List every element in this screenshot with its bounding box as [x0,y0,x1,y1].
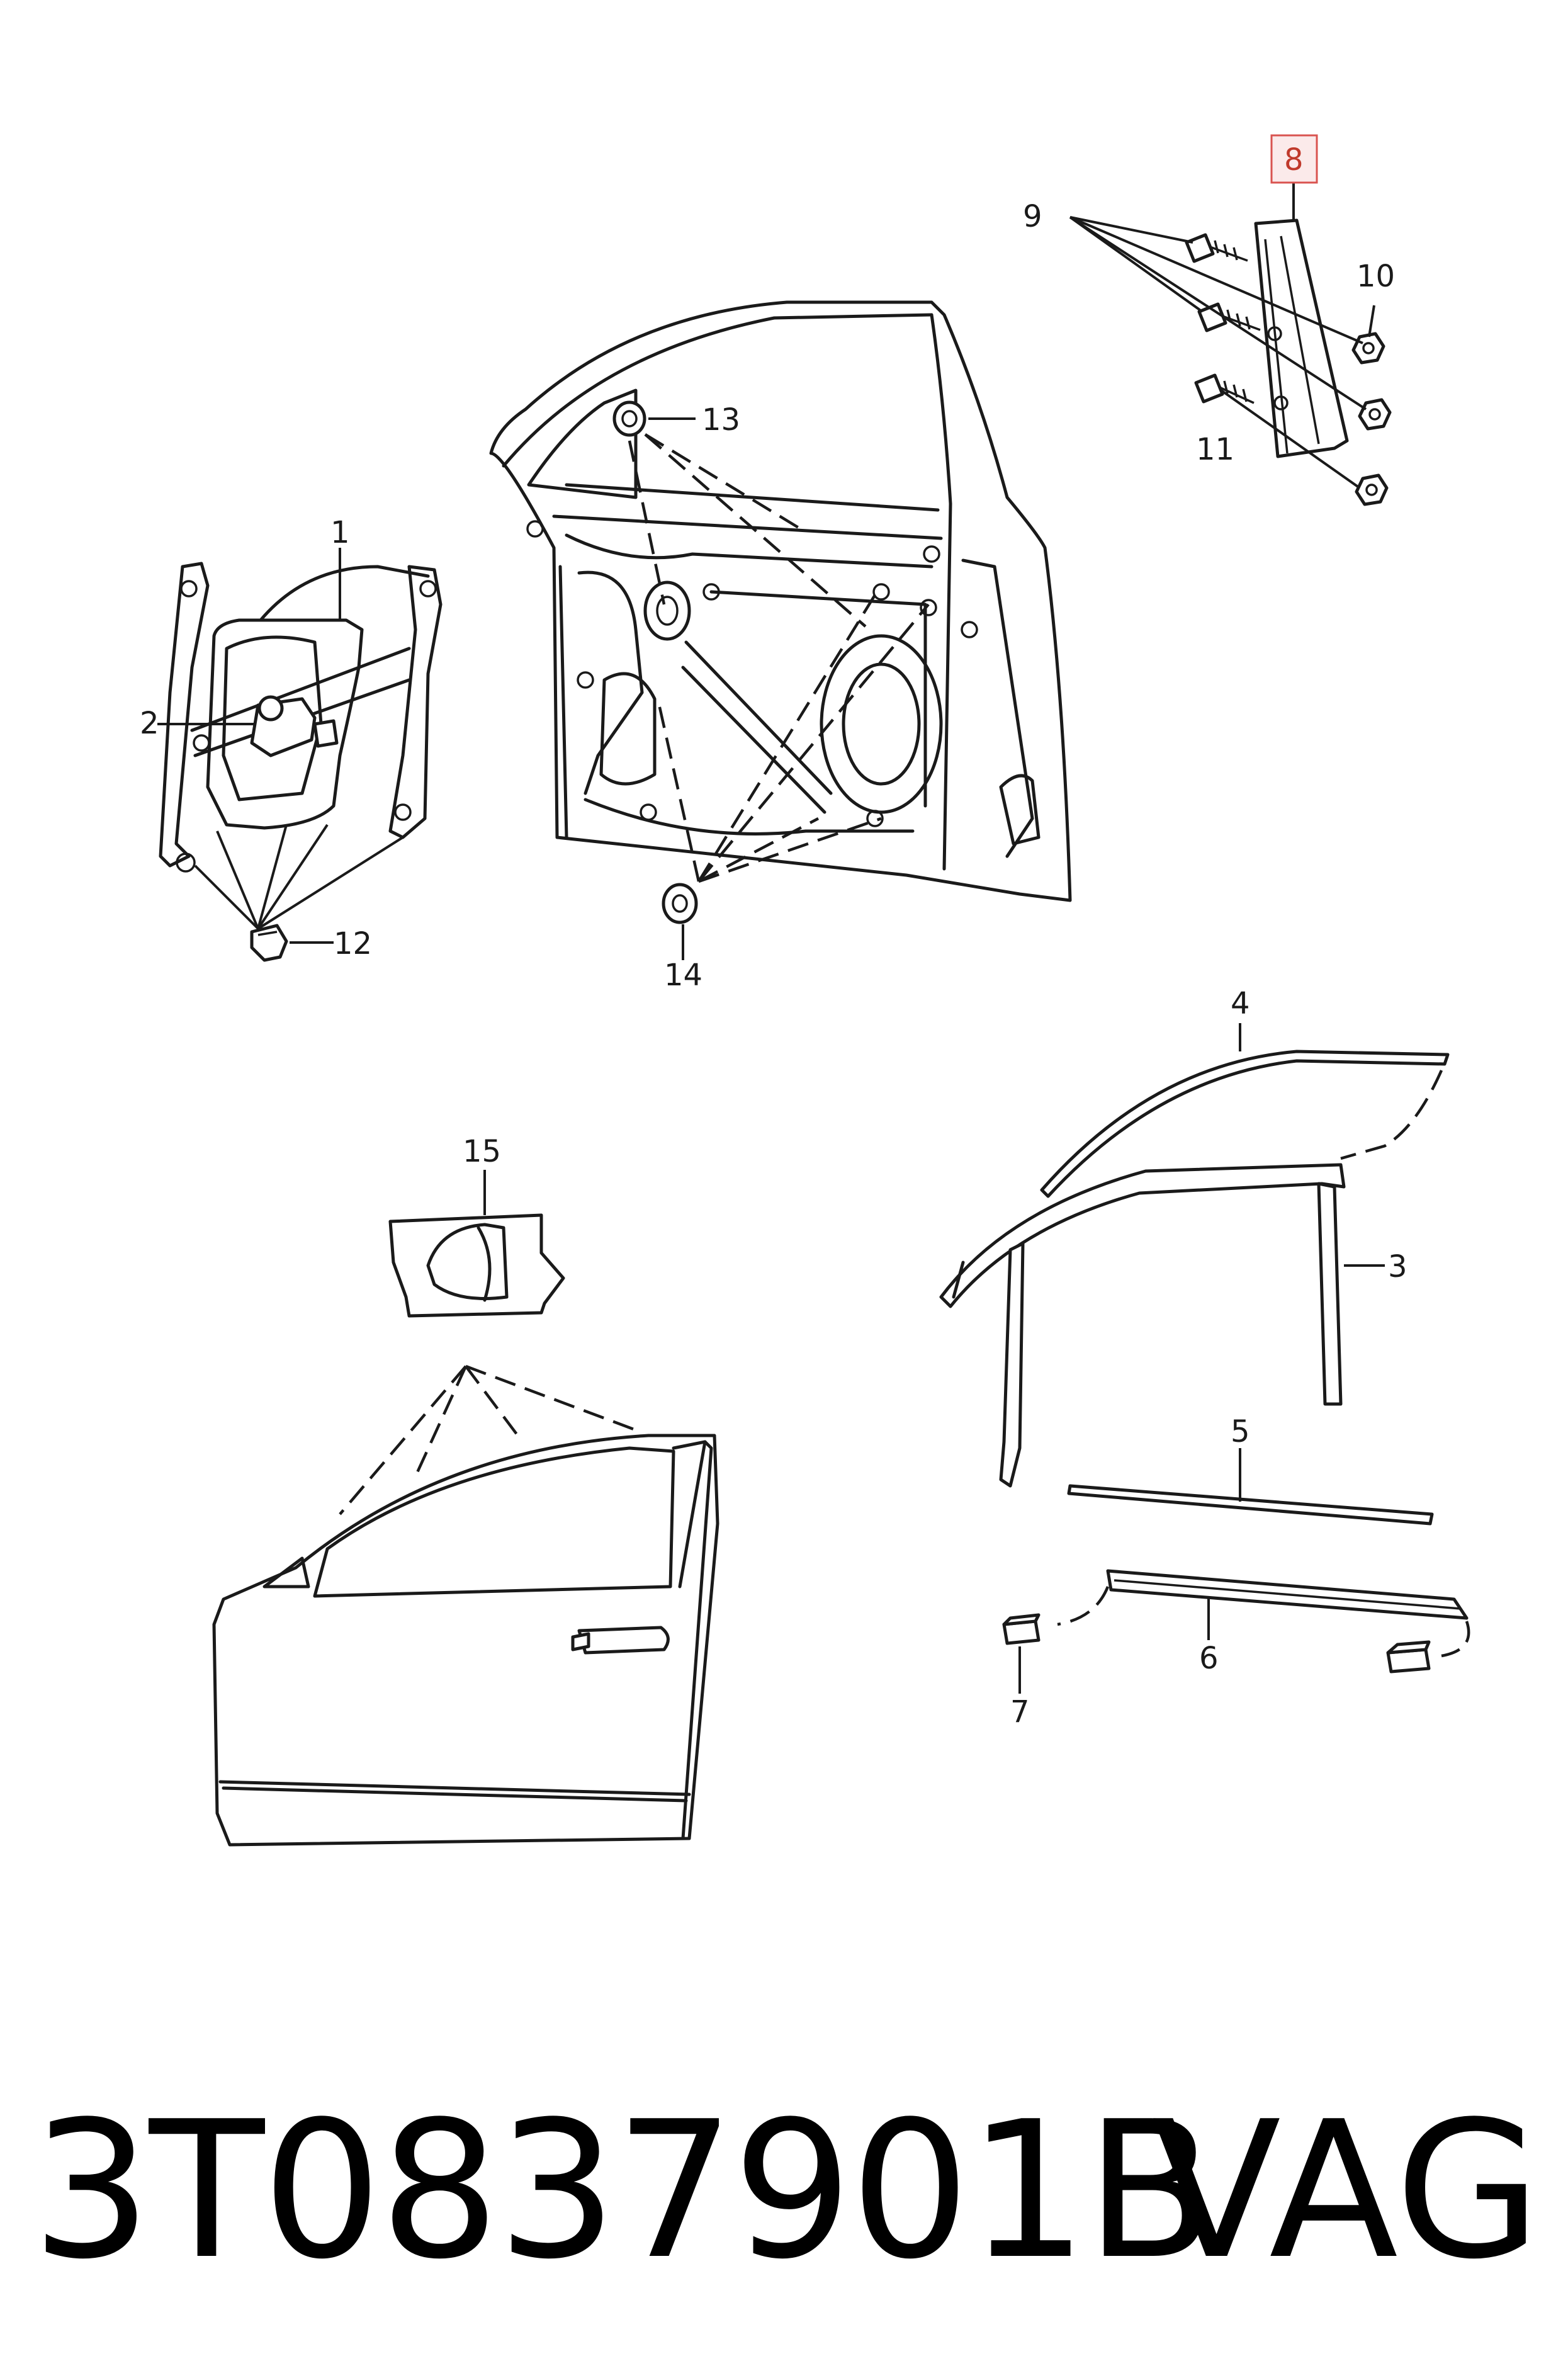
part-12-bolt [250,924,288,962]
label-8-highlight-box [1270,134,1318,184]
label-5: 5 [1231,1414,1250,1449]
part-6-sill-strip [1106,1569,1469,1620]
label-7: 7 [1010,1694,1030,1730]
label-15: 15 [463,1134,501,1169]
label-2: 2 [140,706,159,741]
part-4-seal [1040,1050,1450,1198]
footer: 3T0837901B VAG [0,2078,1568,2304]
part-7-clip-2 [1386,1640,1431,1674]
part-10-nuts [1351,332,1392,506]
label-9: 9 [1023,199,1042,234]
part-8-trim-strip [1254,218,1349,458]
part-2-window-motor [250,695,339,757]
part-number: 3T0837901B [31,2081,1215,2301]
part-13-grommet [612,400,646,437]
brand-name: VAG [1152,2081,1542,2301]
part-5-strip [1067,1484,1434,1526]
door-complete [212,1434,719,1847]
part-9-screws [1185,233,1261,332]
label-4: 4 [1231,986,1250,1021]
part-11-screw [1194,373,1255,404]
label-12: 12 [334,926,372,961]
label-8: 8 [1284,142,1304,178]
label-13: 13 [702,402,740,438]
label-6: 6 [1199,1641,1219,1676]
part-14-grommet [662,883,698,924]
label-3: 3 [1388,1249,1407,1284]
label-1: 1 [330,515,350,550]
door-inner-panel [489,300,1072,902]
label-10: 10 [1356,259,1395,294]
part-3-door-seal [939,1163,1346,1488]
label-14: 14 [664,958,702,993]
part-15-handle-recess [388,1213,565,1318]
label-11: 11 [1196,432,1234,467]
part-7-clip [1002,1613,1041,1645]
